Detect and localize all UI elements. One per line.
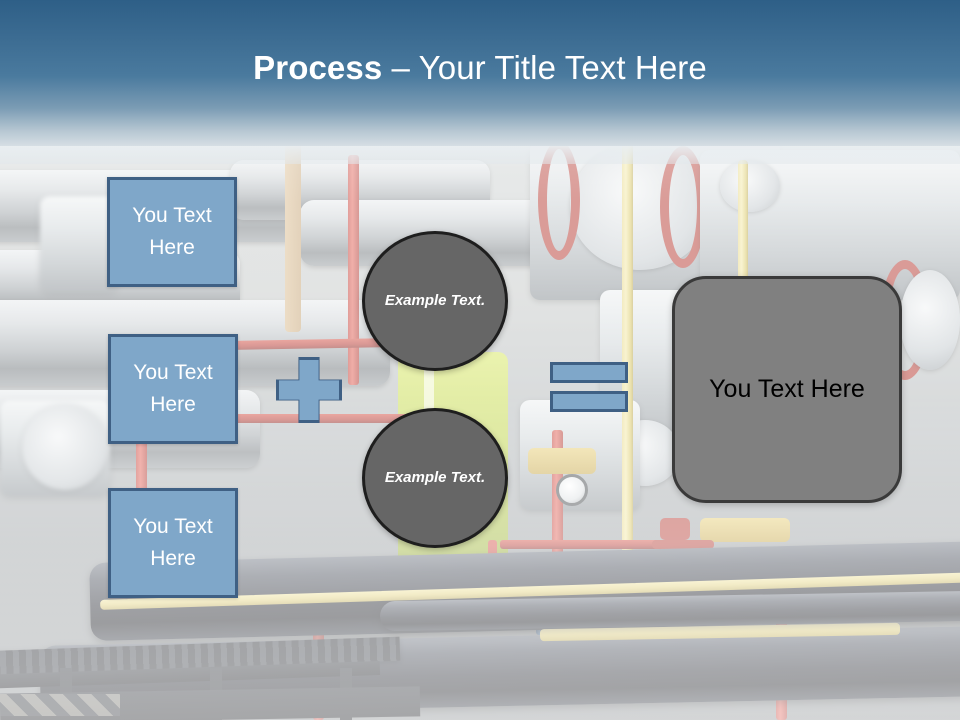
photo-valve: [528, 448, 596, 474]
photo-valve: [700, 518, 790, 542]
equals-icon-bar-top: [550, 362, 628, 383]
photo-flange: [900, 270, 960, 370]
input-box-1[interactable]: You Text Here: [107, 177, 237, 287]
example-circle-1[interactable]: Example Text.: [362, 231, 508, 371]
equals-icon-bar-bottom: [550, 391, 628, 412]
photo-valve-handle: [660, 518, 690, 540]
example-circle-2-label: Example Text.: [384, 469, 486, 486]
plus-operator-icon: [276, 357, 342, 423]
input-box-3[interactable]: You Text Here: [108, 488, 238, 598]
slide-header-band: [0, 0, 960, 146]
page-title: Process – Your Title Text Here: [0, 48, 960, 88]
photo-pipe-red: [348, 155, 359, 385]
photo-pipe-tan: [285, 142, 301, 332]
photo-gauge: [556, 474, 588, 506]
input-box-2-label: You Text Here: [133, 361, 213, 416]
photo-hazard-stripe: [0, 694, 120, 716]
result-card-label: You Text Here: [709, 375, 865, 403]
example-circle-2[interactable]: Example Text.: [362, 408, 508, 548]
input-box-1-label: You Text Here: [132, 204, 212, 259]
example-circle-1-label: Example Text.: [384, 292, 486, 309]
input-box-3-label: You Text Here: [133, 515, 213, 570]
page-title-rest: – Your Title Text Here: [382, 49, 707, 86]
plus-icon-fill: [279, 360, 339, 420]
photo-flange: [22, 404, 108, 490]
input-box-2[interactable]: You Text Here: [108, 334, 238, 444]
page-title-bold: Process: [253, 49, 383, 86]
equals-operator-icon: [550, 362, 628, 414]
slide-header-strip: [0, 146, 960, 164]
result-card[interactable]: You Text Here: [672, 276, 902, 503]
photo-flange: [720, 160, 780, 212]
